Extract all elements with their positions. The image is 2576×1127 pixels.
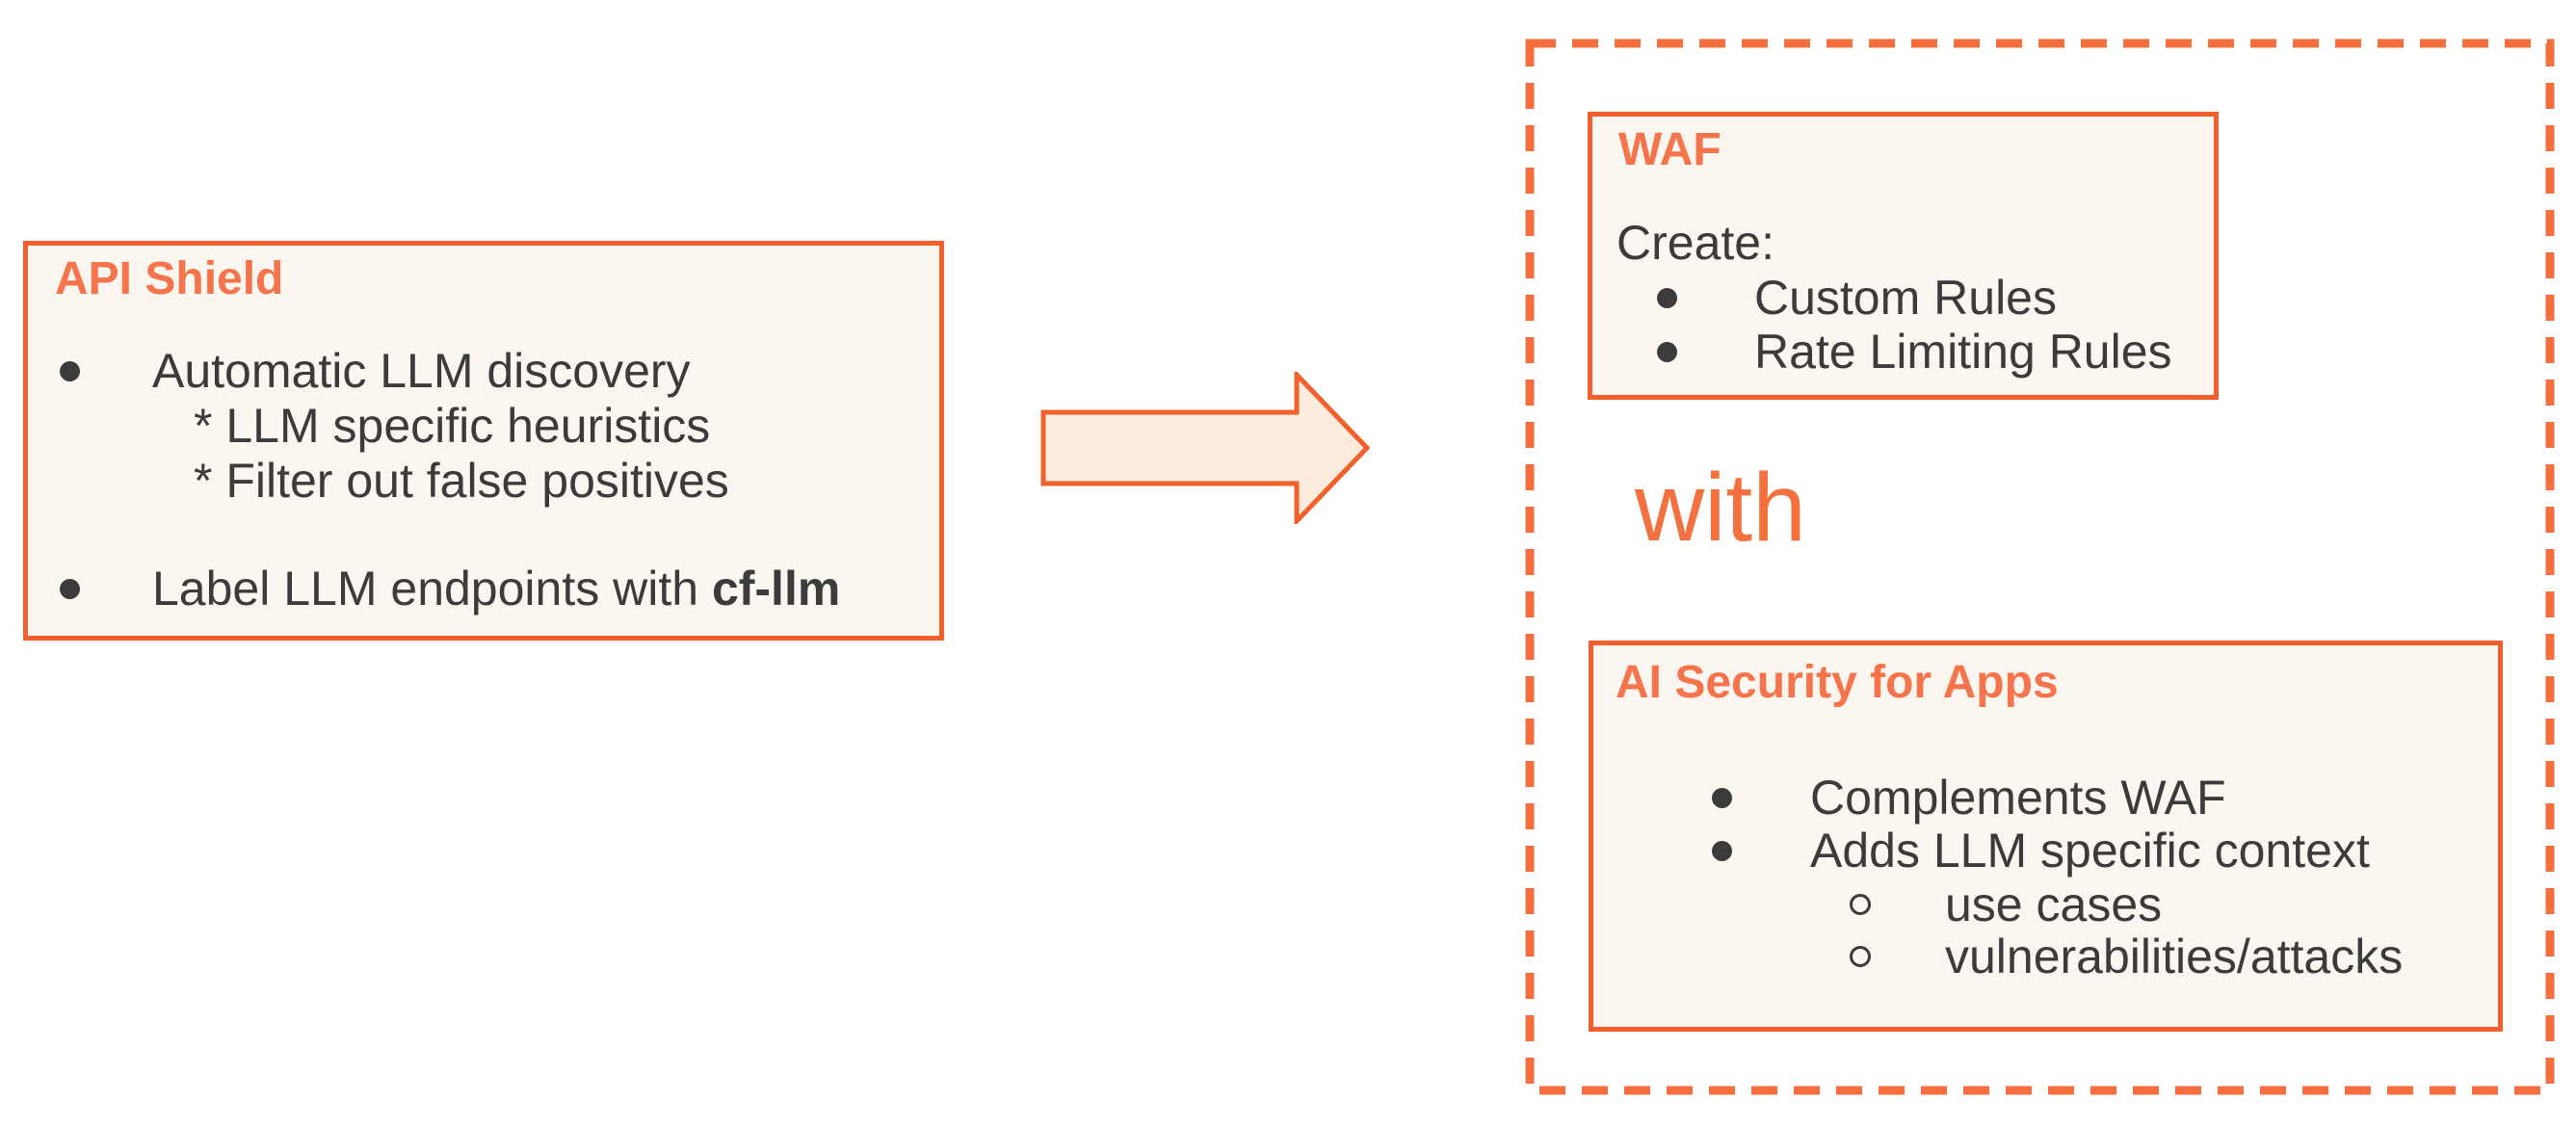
bullet-icon [60, 579, 80, 599]
list-item: Rate Limiting Rules [1592, 325, 2214, 380]
waf-title: WAF [1618, 124, 1722, 175]
waf-box: WAF Create: Custom Rules Rate Limiting R… [1588, 112, 2219, 400]
bullet-icon [1657, 288, 1677, 308]
list-subitem-text: vulnerabilities/attacks [1945, 930, 2404, 983]
list-subitem: * LLM specific heuristics [28, 399, 939, 454]
list-subitem: * Filter out false positives [28, 454, 939, 509]
list-item-text: Rate Limiting Rules [1754, 325, 2172, 379]
list-subitem: vulnerabilities/attacks [1593, 930, 2498, 984]
list-item-text: Complements WAF [1810, 771, 2226, 825]
bullet-icon [1657, 342, 1677, 362]
list-intro: Create: [1592, 216, 2214, 271]
list-item: Complements WAF [1593, 771, 2498, 826]
api-shield-title: API Shield [55, 253, 284, 304]
list-item: Custom Rules [1592, 271, 2214, 326]
list-subitem-text: * LLM specific heuristics [194, 399, 711, 453]
list-item: Label LLM endpoints with cf-llm [28, 562, 939, 616]
ai-security-title: AI Security for Apps [1616, 657, 2059, 708]
list-subitem: use cases [1593, 878, 2498, 932]
with-connector-label: with [1635, 454, 1806, 562]
list-item-text: Custom Rules [1754, 271, 2057, 325]
bullet-icon [1712, 841, 1732, 861]
dashed-group-border [1525, 39, 2555, 1095]
cf-llm-label: cf-llm [711, 562, 841, 616]
list-item-text: Automatic LLM discovery [152, 344, 691, 398]
list-item-text: Adds LLM specific context [1810, 824, 2370, 878]
list-item-text-prefix: Label LLM endpoints with [152, 562, 712, 616]
list-item: Automatic LLM discovery [28, 344, 939, 399]
list-item: Adds LLM specific context [1593, 824, 2498, 878]
list-subitem-text: use cases [1945, 878, 2163, 931]
bullet-icon [1712, 788, 1732, 808]
ai-security-box: AI Security for Apps Complements WAF Add… [1589, 641, 2503, 1032]
open-circle-icon [1850, 946, 1871, 967]
open-circle-icon [1850, 894, 1871, 915]
list-intro-text: Create: [1617, 216, 1774, 270]
list-subitem-text: * Filter out false positives [194, 454, 729, 508]
bullet-icon [60, 361, 80, 381]
api-shield-box: API Shield Automatic LLM discovery * LLM… [23, 241, 944, 641]
flow-arrow-icon [1040, 372, 1370, 524]
list-item-text: Label LLM endpoints with cf-llm [152, 562, 840, 616]
